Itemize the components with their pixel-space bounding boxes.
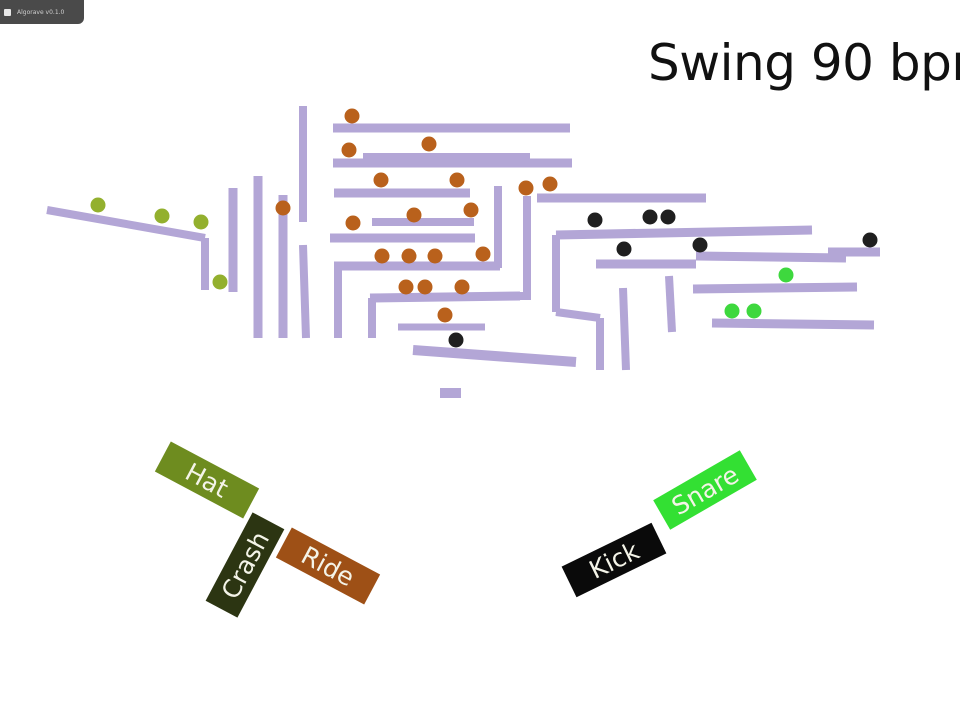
hat-ball <box>90 197 106 213</box>
track-segment <box>555 225 813 240</box>
ride-ball <box>275 200 291 216</box>
ride-ball <box>401 248 417 264</box>
kick-ball <box>660 209 676 225</box>
kick-ball <box>448 332 464 348</box>
track-segment <box>412 345 577 367</box>
ride-ball <box>406 207 422 223</box>
snare-ball <box>724 303 740 319</box>
track-layer <box>46 106 880 398</box>
kick-ball <box>692 237 708 253</box>
kick-ball <box>587 212 603 228</box>
track-segment <box>665 275 676 333</box>
ride-ball <box>344 108 360 124</box>
ball-layer <box>90 108 878 348</box>
ride-ball <box>417 279 433 295</box>
ride-ball <box>454 279 470 295</box>
kick-ball <box>642 209 658 225</box>
app-icon <box>4 8 11 16</box>
ride-ball <box>542 176 558 192</box>
ride-ball <box>345 215 361 231</box>
ride-ball <box>427 248 443 264</box>
window-title: Algorave v0.1.0 <box>17 8 65 16</box>
ride-ball <box>449 172 465 188</box>
ride-ball <box>373 172 389 188</box>
ride-ball <box>374 248 390 264</box>
hat-ball <box>212 274 228 290</box>
snare-ball <box>778 267 794 283</box>
track-segment <box>369 291 521 303</box>
track-segment <box>299 244 310 339</box>
hat-ball <box>193 214 209 230</box>
track-segment <box>619 287 630 371</box>
hat-ball <box>154 208 170 224</box>
ride-ball <box>463 202 479 218</box>
ride-ball <box>518 180 534 196</box>
tempo-label: Swing 90 bpm <box>648 34 960 92</box>
track-segment <box>692 282 858 294</box>
ride-ball <box>398 279 414 295</box>
kick-ball <box>616 241 632 257</box>
kick-ball <box>862 232 878 248</box>
track-segment <box>711 318 875 330</box>
ride-ball <box>475 246 491 262</box>
ride-ball <box>437 307 453 323</box>
ride-ball <box>421 136 437 152</box>
snare-ball <box>746 303 762 319</box>
track-segment <box>46 206 206 242</box>
window-badge[interactable]: Algorave v0.1.0 <box>0 0 84 24</box>
track-segment <box>695 251 847 263</box>
track-segment <box>555 308 601 322</box>
ride-ball <box>341 142 357 158</box>
